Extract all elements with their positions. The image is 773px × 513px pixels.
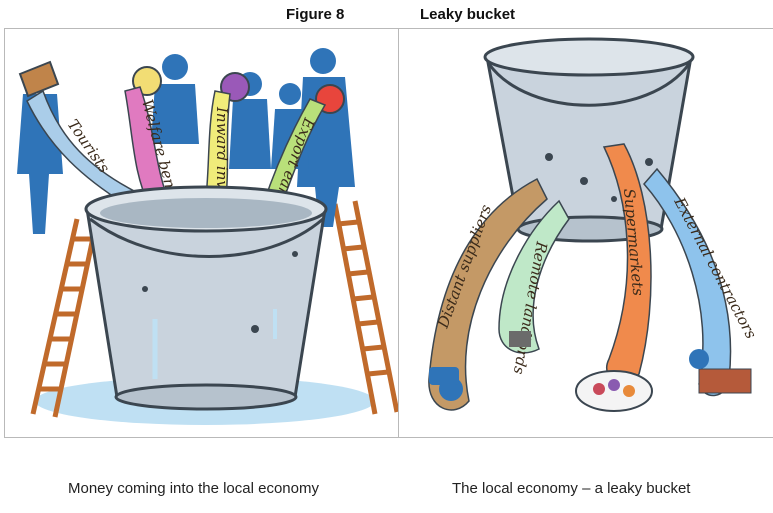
ladder-left: [30, 218, 100, 418]
outflow-illustration: Distant suppliers Remote landlords Super…: [398, 28, 773, 438]
inflow-drawing: Tourists Welfare benefit Inward investme…: [17, 48, 398, 425]
pour-buckets: [18, 60, 345, 114]
figure-title: Leaky bucket: [420, 6, 516, 23]
main-bucket: [84, 185, 328, 411]
inflow-illustration: Tourists Welfare benefit Inward investme…: [4, 28, 399, 438]
scene-details: [429, 331, 752, 412]
stream-remote-landlords: [498, 199, 570, 354]
stream-distant-suppliers: [428, 177, 548, 411]
figure-number: Figure 8: [286, 6, 345, 23]
stream-external-contractors: [643, 167, 732, 397]
caption-outflow: The local economy – a leaky bucket: [452, 480, 691, 497]
ladder-right: [332, 200, 398, 415]
caption-inflow: Money coming into the local economy: [68, 480, 319, 497]
outflow-drawing: Distant suppliers Remote landlords Super…: [428, 37, 760, 412]
